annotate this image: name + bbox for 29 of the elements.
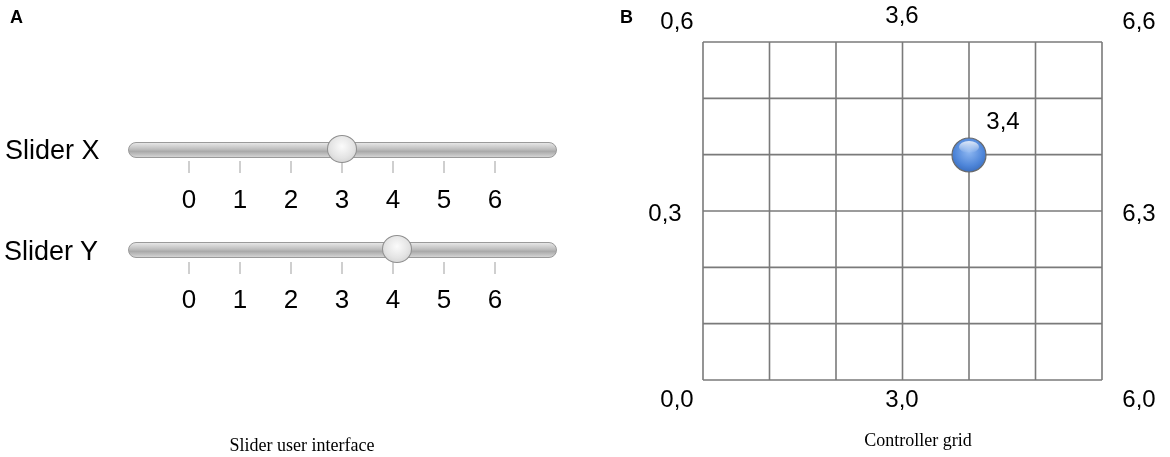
coordinate-label: 6,3 [1122, 201, 1156, 225]
coordinate-label: 0,6 [660, 9, 694, 33]
coordinate-label: 0,3 [648, 201, 682, 225]
panel-caption: Slider user interface [229, 436, 375, 454]
tick-label: 5 [436, 186, 452, 212]
tick-label: 4 [385, 186, 401, 212]
tick-label: 4 [385, 286, 401, 312]
tick-label: 5 [436, 286, 452, 312]
coordinate-label: 6,0 [1122, 387, 1156, 411]
tick-label: 1 [232, 186, 248, 212]
tick-label: 2 [283, 186, 299, 212]
panel-label: B [620, 8, 633, 26]
tick-label: 0 [181, 186, 197, 212]
panel-label: A [10, 8, 23, 26]
tick-label: 0 [181, 286, 197, 312]
slider-label: Slider X [5, 136, 100, 164]
tick-label: 1 [232, 286, 248, 312]
tick-label: 6 [487, 286, 503, 312]
coordinate-label: 6,6 [1122, 9, 1156, 33]
coordinate-label: 3,0 [885, 387, 919, 411]
tick-label: 2 [283, 286, 299, 312]
slider-label: Slider Y [4, 237, 99, 265]
coordinate-label: 0,0 [660, 387, 694, 411]
tick-label: 3 [334, 186, 350, 212]
coordinate-label: 3,6 [885, 3, 919, 27]
coordinate-label: 3,4 [986, 109, 1020, 133]
tick-label: 3 [334, 286, 350, 312]
panel-caption: Controller grid [864, 431, 972, 449]
tick-label: 6 [487, 186, 503, 212]
